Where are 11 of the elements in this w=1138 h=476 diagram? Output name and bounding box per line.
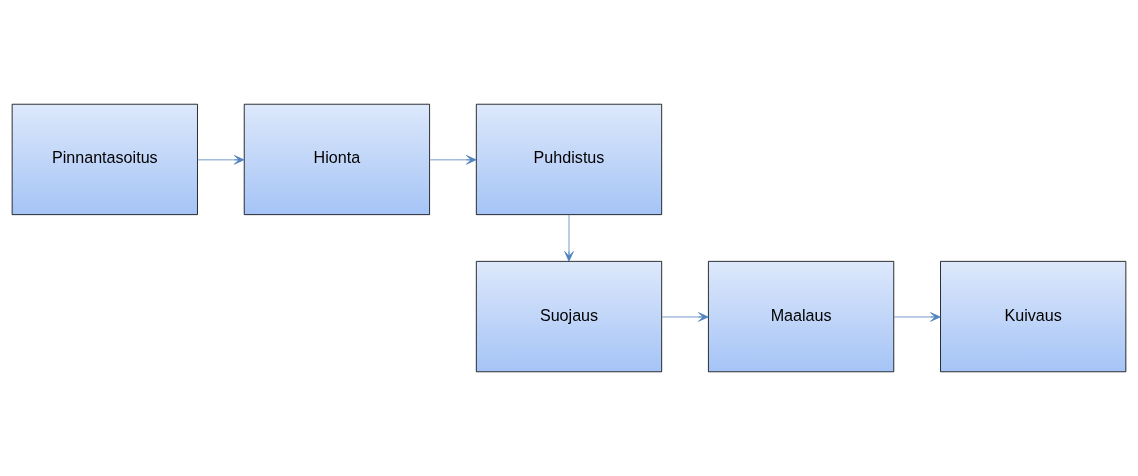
arrow — [429, 155, 477, 165]
node-box: Hionta — [243, 103, 430, 216]
node-box: Maalaus — [708, 260, 895, 373]
arrow — [564, 214, 574, 262]
node-box: Suojaus — [475, 260, 663, 373]
arrow — [197, 155, 245, 165]
node-box: Pinnantasoitus — [11, 103, 198, 216]
node-box: Kuivaus — [940, 260, 1127, 373]
arrow — [893, 312, 941, 322]
node-box: Puhdistus — [475, 103, 663, 216]
arrow — [661, 312, 709, 322]
